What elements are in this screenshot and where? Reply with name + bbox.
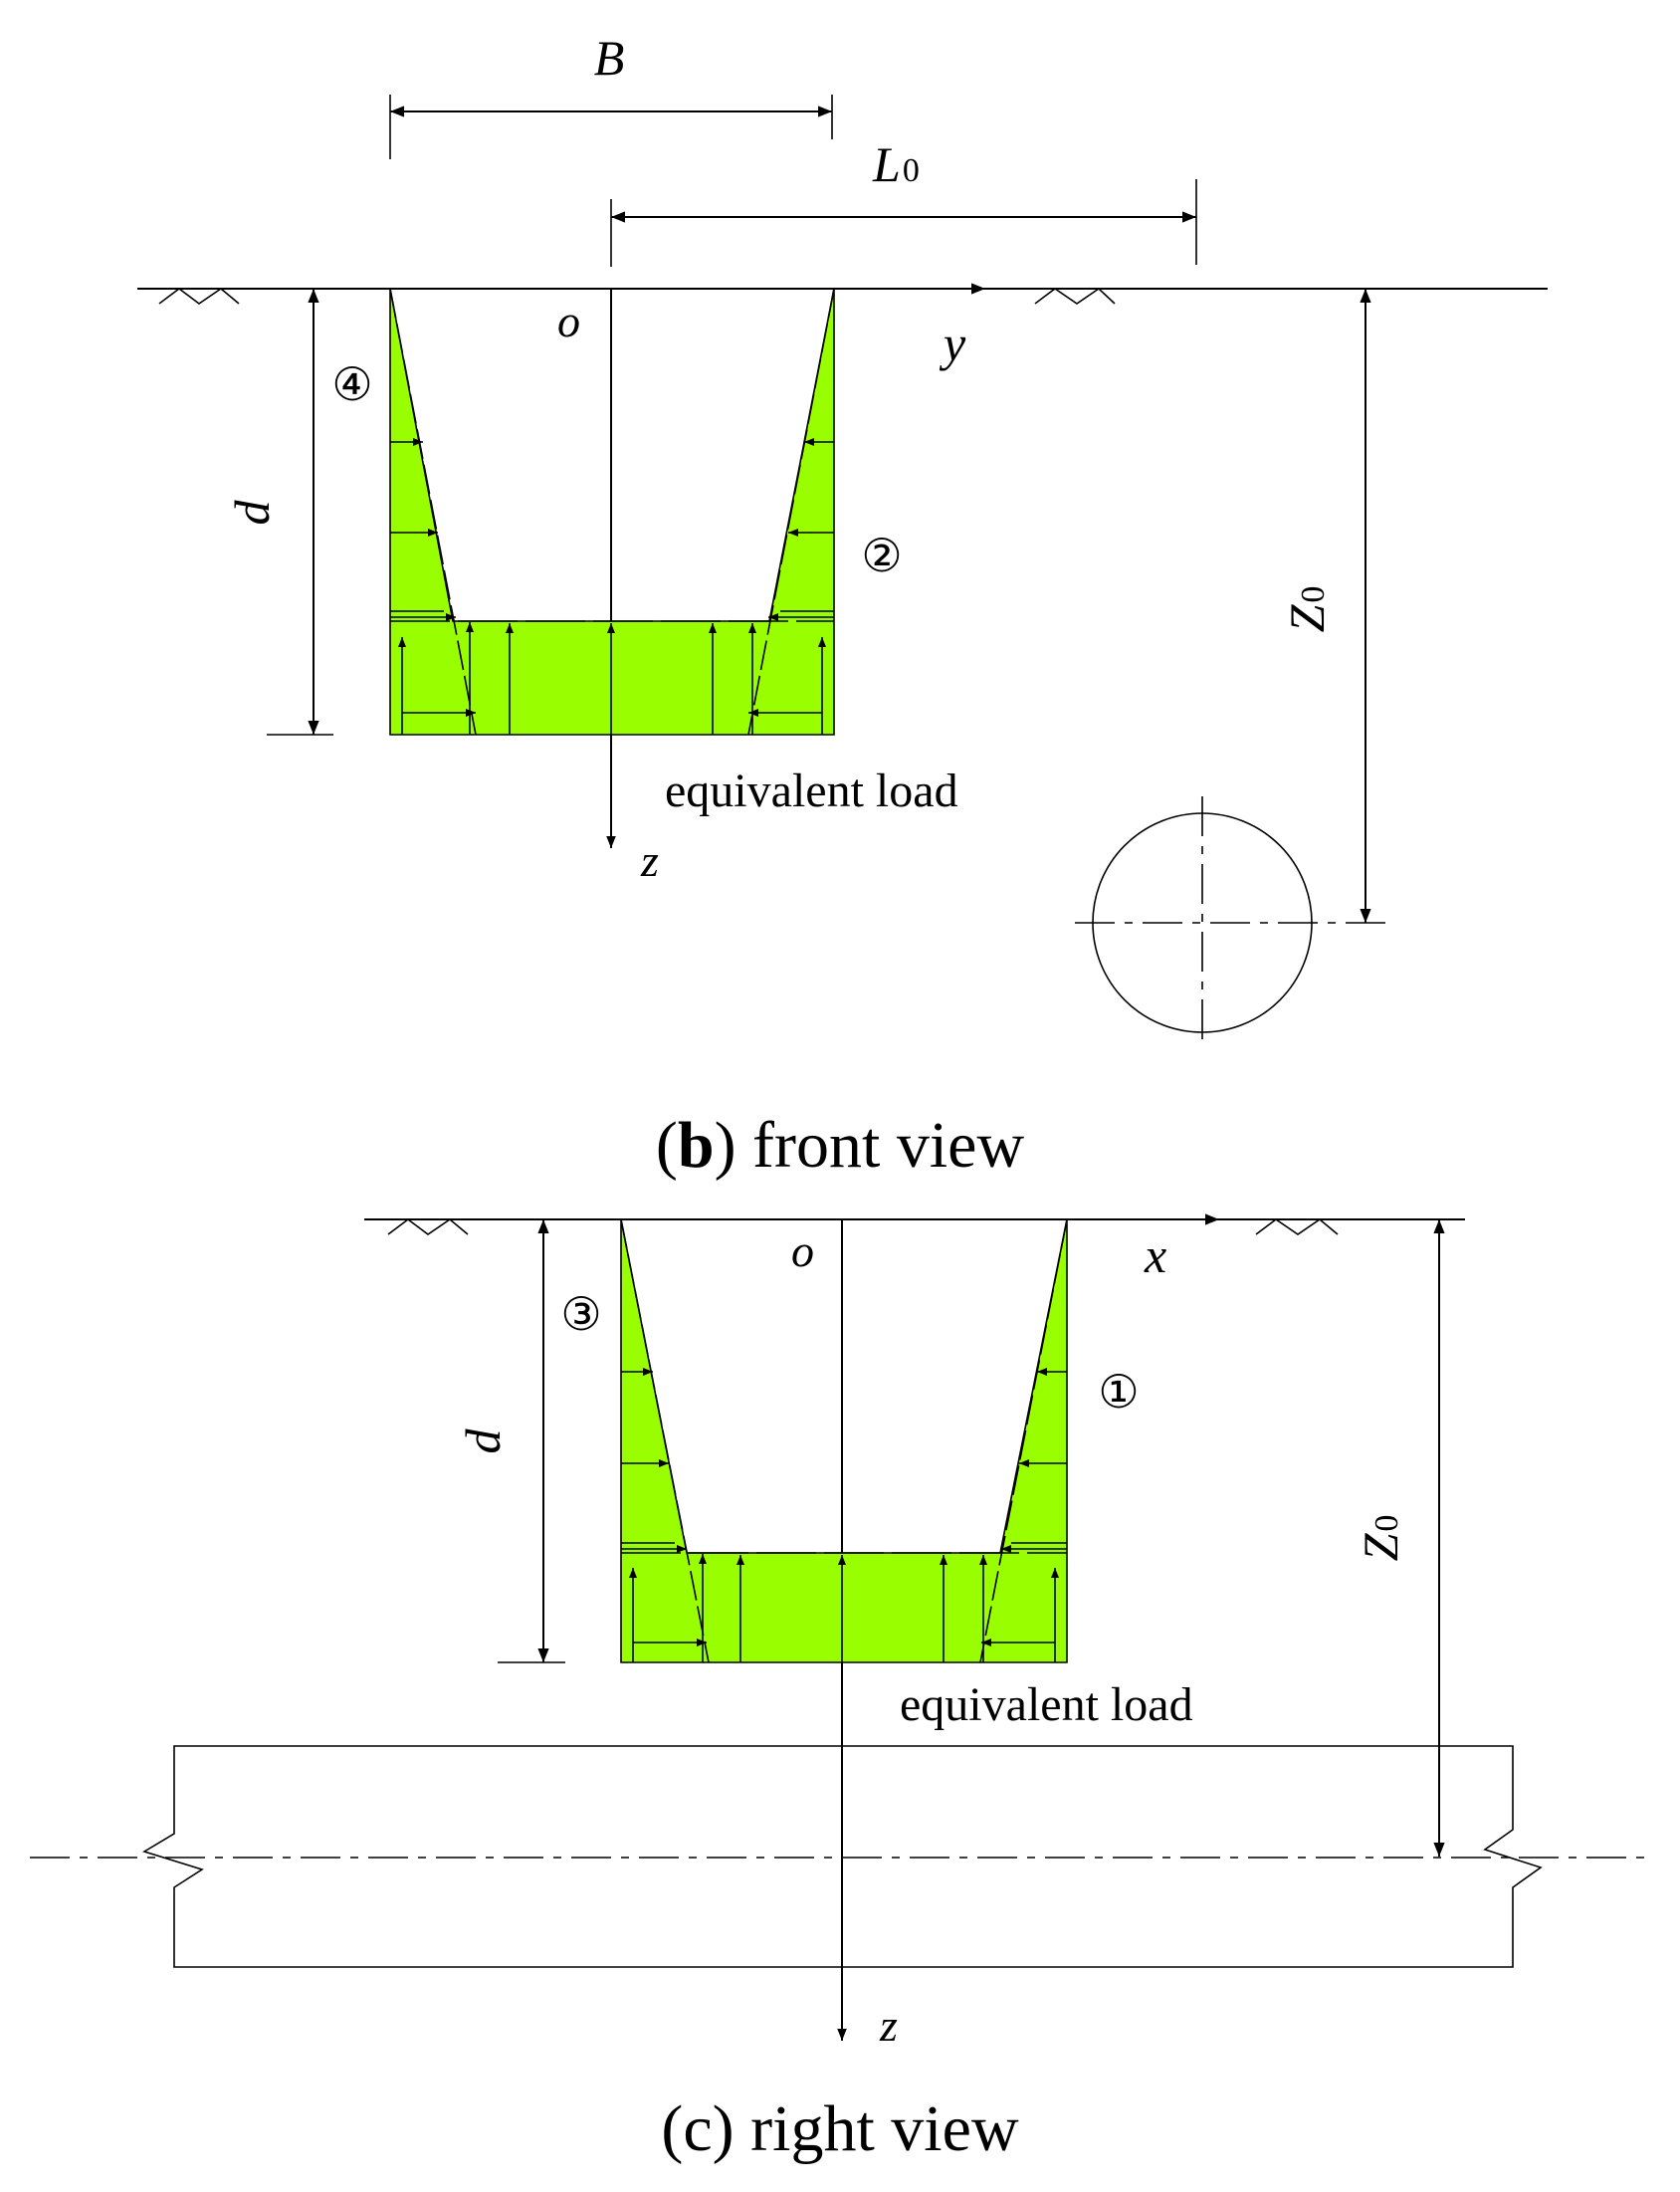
front-view: B L0 o y z bbox=[137, 30, 1548, 1182]
soil-hatch-left-rv bbox=[387, 1217, 469, 1235]
load-region-rv bbox=[620, 1218, 1068, 1663]
label-z0: Z0 bbox=[1279, 586, 1335, 633]
label-o-rv: o bbox=[791, 1225, 814, 1276]
soil-hatch-left bbox=[158, 287, 240, 305]
label-z0-rv: Z0 bbox=[1353, 1515, 1408, 1562]
label-l0: L0 bbox=[872, 136, 920, 192]
face-label-2: ② bbox=[861, 529, 902, 582]
label-d-rv: d bbox=[455, 1428, 511, 1454]
soil-hatch-right bbox=[1034, 287, 1116, 305]
face-label-3: ③ bbox=[560, 1287, 601, 1341]
label-x: x bbox=[1144, 1227, 1166, 1283]
label-z: z bbox=[640, 835, 659, 886]
soil-hatch-right-rv bbox=[1255, 1217, 1339, 1235]
caption-right-view: (c) right view bbox=[661, 2092, 1019, 2165]
face-label-4: ④ bbox=[331, 357, 372, 411]
equivalent-load-label: equivalent load bbox=[665, 765, 958, 817]
label-y: y bbox=[939, 316, 966, 371]
right-view: o x z bbox=[30, 1213, 1652, 2165]
label-z-rv: z bbox=[879, 2000, 898, 2051]
tunnel-longitudinal bbox=[30, 1745, 1652, 1968]
equivalent-load-label-rv: equivalent load bbox=[900, 1678, 1193, 1731]
front-equivalent-load bbox=[389, 288, 835, 736]
right-equivalent-load bbox=[620, 1218, 1068, 1663]
label-d: d bbox=[224, 500, 280, 526]
label-o: o bbox=[557, 296, 580, 346]
face-label-1: ① bbox=[1098, 1365, 1139, 1419]
label-b: B bbox=[594, 30, 625, 86]
caption-front-view: (b) front view bbox=[656, 1109, 1025, 1182]
